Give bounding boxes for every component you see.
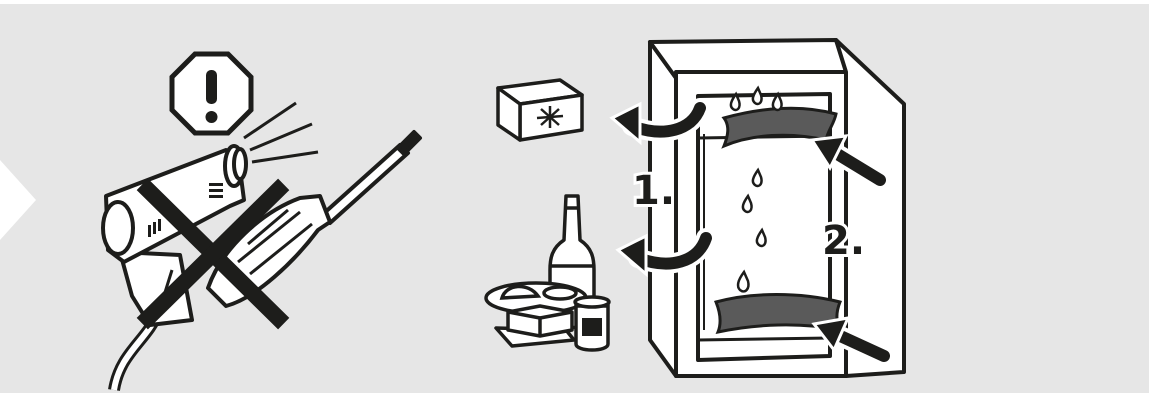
jar-icon (575, 297, 609, 350)
step-2-label: 2. (822, 218, 865, 264)
warning-octagon-icon (172, 54, 251, 133)
step-1-label: 1. (632, 168, 675, 214)
butter-dish-icon (496, 306, 574, 346)
snowflake-box-icon (498, 80, 582, 140)
